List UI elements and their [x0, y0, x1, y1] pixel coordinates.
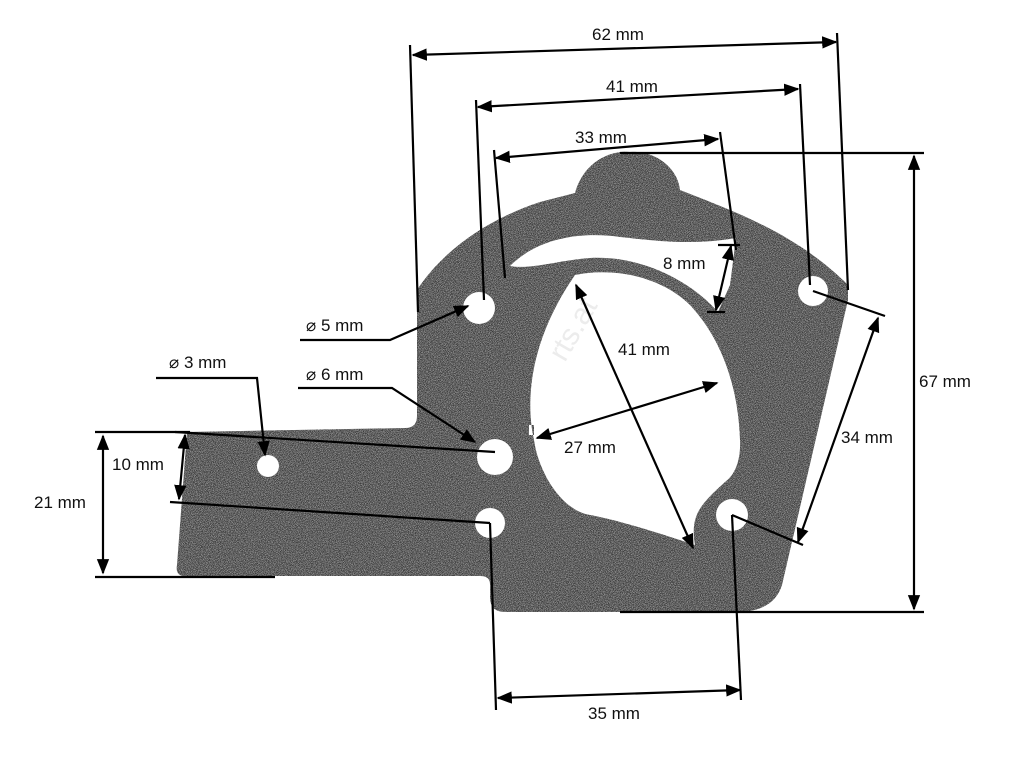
label-34mm: 34 mm	[841, 428, 893, 447]
label-41mm-top: 41 mm	[606, 77, 658, 96]
label-35mm: 35 mm	[588, 704, 640, 723]
label-41mm-diag: 41 mm	[618, 340, 670, 359]
label-hole-3mm: ⌀ 3 mm	[169, 353, 226, 372]
label-62mm: 62 mm	[592, 25, 644, 44]
label-33mm: 33 mm	[575, 128, 627, 147]
label-hole-5mm: ⌀ 5 mm	[306, 316, 363, 335]
label-27mm: 27 mm	[564, 438, 616, 457]
gasket-body	[176, 151, 848, 612]
label-21mm: 21 mm	[34, 493, 86, 512]
dimension-lines	[95, 32, 924, 711]
label-hole-6mm: ⌀ 6 mm	[306, 365, 363, 384]
label-8mm: 8 mm	[663, 254, 706, 273]
label-10mm: 10 mm	[112, 455, 164, 474]
label-67mm: 67 mm	[919, 372, 971, 391]
